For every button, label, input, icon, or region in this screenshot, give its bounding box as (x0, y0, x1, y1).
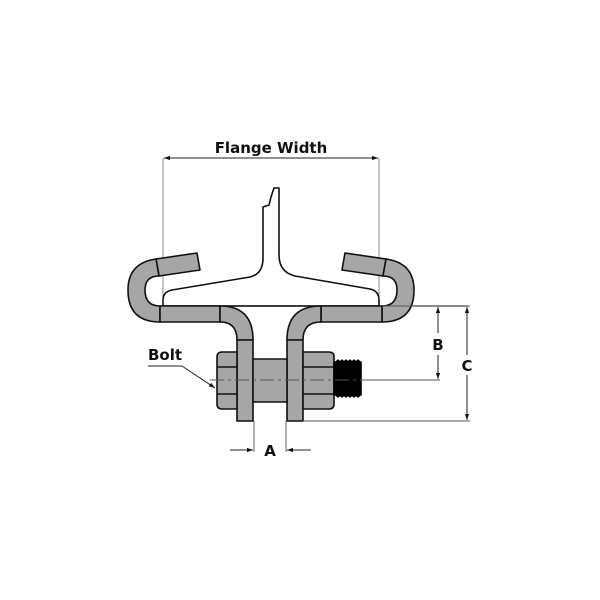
bolt-thread (333, 359, 362, 398)
bolt-label: Bolt (148, 346, 182, 364)
flange-width-dimension: Flange Width (162, 139, 380, 300)
beam-flange (162, 187, 380, 307)
dim-a-label: A (264, 442, 276, 460)
flange-width-label: Flange Width (215, 139, 328, 157)
dim-b-label: B (432, 336, 443, 354)
dimension-b: B (432, 307, 444, 379)
dimension-c: C (461, 307, 473, 420)
dim-c-label: C (461, 357, 472, 375)
bolt-callout: Bolt (148, 346, 216, 389)
dimension-a: A (230, 421, 311, 460)
